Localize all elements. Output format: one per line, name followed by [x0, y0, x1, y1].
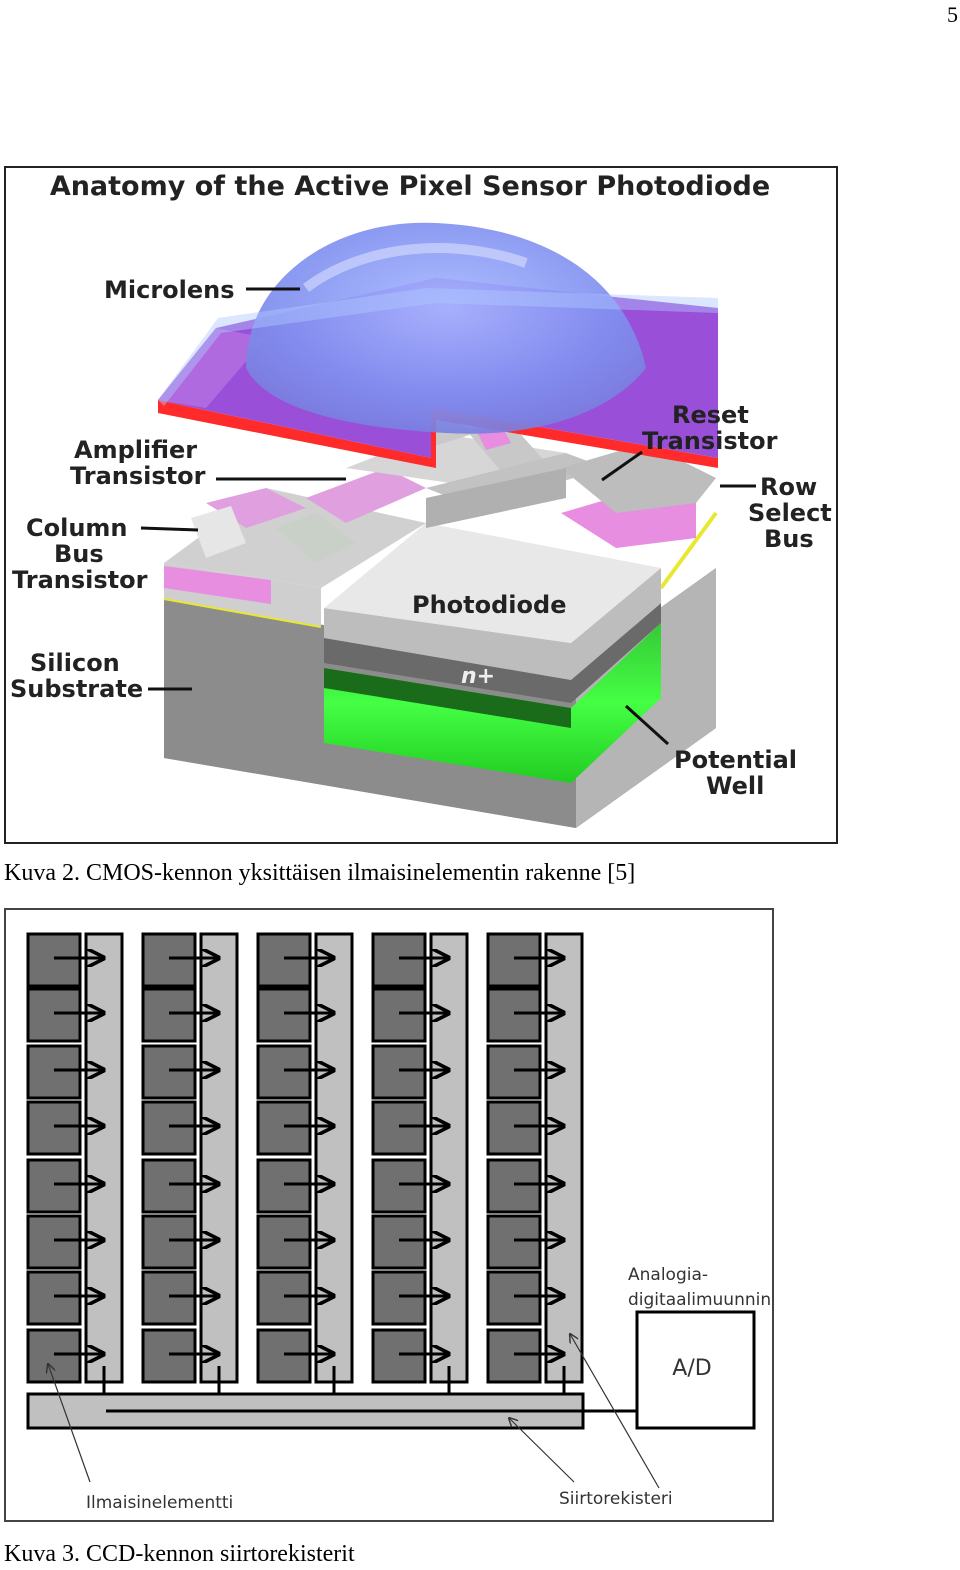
pixel-cell — [256, 1158, 312, 1214]
figure-2-caption: Kuva 2. CMOS-kennon yksittäisen ilmaisin… — [4, 860, 636, 886]
n-plus-layer — [324, 603, 661, 703]
analog-label-1: Analogia- — [628, 1265, 708, 1285]
pixel-cell — [371, 1214, 427, 1270]
pixel-cell — [486, 1158, 542, 1214]
pixel-cell — [256, 1100, 312, 1156]
vertical-shift-register — [544, 932, 584, 1384]
pixel-cell — [486, 1214, 542, 1270]
pixel-cell — [371, 1100, 427, 1156]
pixel-cell — [26, 987, 82, 1043]
pixel-cell — [141, 1158, 197, 1214]
pixel-cell — [141, 987, 197, 1043]
figure-3-caption: Kuva 3. CCD-kennon siirtorekisterit — [4, 1541, 355, 1567]
vertical-shift-register — [429, 932, 469, 1384]
vertical-shift-register — [84, 932, 124, 1384]
figure-title: Anatomy of the Active Pixel Sensor Photo… — [50, 171, 770, 202]
cmos-pixel-illustration: Anatomy of the Active Pixel Sensor Photo… — [10, 171, 832, 828]
pixel-cell — [371, 987, 427, 1043]
page-number: 5 — [947, 2, 958, 27]
pixel-cell — [141, 932, 197, 988]
vertical-shift-register — [199, 932, 239, 1384]
label-reset-2: Transistor — [642, 427, 778, 455]
pixel-cell — [141, 1328, 197, 1384]
ad-converter-box — [635, 1310, 756, 1430]
label-microlens: Microlens — [104, 276, 235, 304]
pixel-cell — [26, 932, 82, 988]
pixel-cell — [256, 1328, 312, 1384]
pixel-cell — [256, 987, 312, 1043]
pixel-cell — [371, 1158, 427, 1214]
pixel-cell — [486, 932, 542, 988]
label-row-3: Bus — [764, 525, 814, 553]
detector-label: Ilmaisinelementti — [86, 1493, 233, 1513]
pixel-cell — [26, 1044, 82, 1100]
label-row-2: Select — [748, 499, 832, 527]
pixel-cell — [256, 932, 312, 988]
pixel-cell — [141, 1100, 197, 1156]
ccd-diagram: A/D Analogia- digitaalimuunnin Ilmaisine… — [26, 932, 771, 1513]
pixel-cell — [486, 1100, 542, 1156]
pixel-cell — [486, 1044, 542, 1100]
microlens-dome — [246, 222, 646, 434]
label-reset-1: Reset — [672, 401, 749, 429]
pixel-cell — [256, 1044, 312, 1100]
pixel-cell — [256, 1214, 312, 1270]
pixel-cell — [371, 1270, 427, 1326]
pixel-cell — [371, 1044, 427, 1100]
label-row-1: Row — [760, 473, 817, 501]
label-column-3: Transistor — [12, 566, 148, 594]
label-silicon-1: Silicon — [30, 649, 120, 677]
pixel-cell — [26, 1328, 82, 1384]
pixel-cell — [256, 1270, 312, 1326]
label-well-2: Well — [706, 772, 764, 800]
pixel-cell — [371, 1328, 427, 1384]
label-column-2: Bus — [54, 540, 104, 568]
analog-label-2: digitaalimuunnin — [628, 1290, 771, 1310]
label-silicon-2: Substrate — [10, 675, 143, 703]
pixel-cell — [141, 1044, 197, 1100]
pixel-cell — [371, 932, 427, 988]
label-column-1: Column — [26, 514, 128, 542]
label-amplifier-2: Transistor — [70, 462, 206, 490]
photodiode-surface — [324, 523, 661, 643]
label-amplifier-1: Amplifier — [74, 436, 197, 464]
vertical-shift-register — [314, 932, 354, 1384]
pixel-cell — [26, 1214, 82, 1270]
shift-register-label: Siirtorekisteri — [559, 1489, 673, 1509]
pixel-cell — [26, 1100, 82, 1156]
pixel-cell — [26, 1158, 82, 1214]
label-photodiode: Photodiode — [412, 591, 566, 619]
pixel-cell — [486, 1328, 542, 1384]
pixel-cell — [486, 1270, 542, 1326]
pixel-cell — [141, 1214, 197, 1270]
nplus-label: n+ — [461, 664, 495, 689]
pixel-cell — [486, 987, 542, 1043]
ccd-shift-register-figure: A/D Analogia- digitaalimuunnin Ilmaisine… — [4, 908, 774, 1522]
pixel-cell — [26, 1270, 82, 1326]
cmos-pixel-figure: Anatomy of the Active Pixel Sensor Photo… — [4, 166, 838, 844]
ad-label: A/D — [672, 1356, 711, 1381]
label-well-1: Potential — [674, 746, 797, 774]
pixel-cell — [141, 1270, 197, 1326]
